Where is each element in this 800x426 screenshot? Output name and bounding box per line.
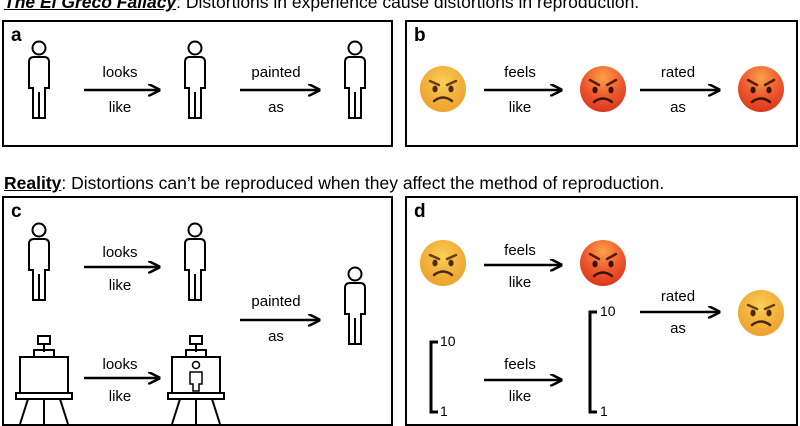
- scale-tick-label: 1: [600, 403, 608, 419]
- arrow-label-top: feels: [504, 356, 536, 373]
- arrow-label-bottom: like: [108, 277, 132, 294]
- arrow-label-top: looks: [102, 356, 138, 373]
- top-heading: The El Greco Fallacy: Distortions in exp…: [4, 0, 639, 13]
- scale-tick-label: 10: [600, 303, 616, 319]
- arrow-label-top: feels: [504, 242, 536, 259]
- arrow-label-bottom: like: [108, 99, 132, 116]
- heading-text: : Distortions in experience cause distor…: [176, 0, 640, 12]
- panel-label: a: [11, 25, 22, 46]
- panel-c: c: [2, 196, 393, 426]
- arrow-label-top: looks: [102, 244, 138, 261]
- panel-a: a: [2, 20, 393, 147]
- rating-scale-left: [429, 340, 438, 414]
- heading-lead: The El Greco Fallacy: [4, 0, 177, 12]
- panel-label: d: [414, 201, 426, 222]
- arrow-label-bottom: as: [670, 320, 686, 337]
- scale-tick-label: 1: [440, 403, 448, 419]
- scale-tick-label: 10: [440, 333, 456, 349]
- arrow-label-bottom: as: [268, 328, 284, 345]
- arrow-label-top: painted: [251, 293, 301, 310]
- arrow-label-bottom: like: [108, 388, 132, 405]
- panel-label: c: [11, 201, 22, 222]
- rating-scale-right: [588, 310, 597, 414]
- arrow-label-bottom: like: [508, 274, 532, 291]
- heading-lead: Reality: [4, 173, 62, 193]
- arrow-label-bottom: like: [508, 99, 532, 116]
- arrow-label-bottom: as: [268, 99, 284, 116]
- arrow-label-bottom: like: [508, 388, 532, 405]
- arrow-label-top: painted: [251, 64, 301, 81]
- arrow-label-top: rated: [660, 64, 696, 81]
- arrow-label-top: rated: [660, 288, 696, 305]
- arrow-label-bottom: as: [670, 99, 686, 116]
- arrow-label-top: feels: [504, 64, 536, 81]
- heading-text: : Distortions can’t be reproduced when t…: [61, 173, 665, 193]
- panel-label: b: [414, 25, 426, 46]
- panel-b: b: [405, 20, 798, 147]
- bottom-heading: Reality: Distortions can’t be reproduced…: [4, 173, 664, 194]
- arrow-label-top: looks: [102, 64, 138, 81]
